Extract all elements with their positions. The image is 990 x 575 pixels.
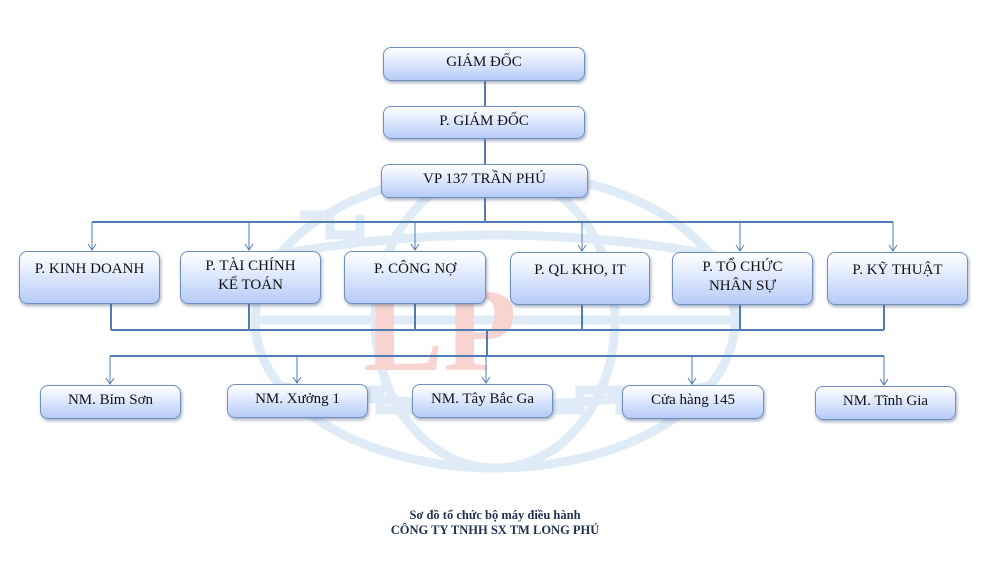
box-unit-xuong-1[interactable]: NM. Xưởng 1 bbox=[227, 384, 368, 418]
box-label: P. TỔ CHỨC bbox=[702, 259, 783, 275]
box-label: NM. Bỉm Sơn bbox=[67, 392, 154, 408]
box-label: P. CÔNG NỢ bbox=[373, 261, 457, 277]
diagram-caption: Sơ đồ tổ chức bộ máy điều hành CÔNG TY T… bbox=[0, 508, 990, 538]
box-director[interactable]: GIÁM ĐỐC bbox=[383, 47, 585, 81]
box-unit-tinh-gia[interactable]: NM. Tĩnh Gia bbox=[815, 386, 956, 420]
box-dept-technical[interactable]: P. KỸ THUẬT bbox=[827, 252, 968, 305]
box-dept-debt[interactable]: P. CÔNG NỢ bbox=[344, 251, 486, 304]
box-unit-bim-son[interactable]: NM. Bỉm Sơn bbox=[40, 385, 181, 419]
caption-company: CÔNG TY TNHH SX TM LONG PHÚ bbox=[390, 523, 600, 537]
box-label: P. KỸ THUẬT bbox=[852, 262, 943, 278]
box-dept-hr[interactable]: P. TỔ CHỨC NHÂN SỰ bbox=[672, 252, 813, 305]
box-label: P. GIÁM ĐỐC bbox=[439, 113, 529, 129]
caption-title: Sơ đồ tổ chức bộ máy điều hành bbox=[409, 508, 581, 522]
box-office-137-tran-phu[interactable]: VP 137 TRẦN PHÚ bbox=[381, 164, 588, 198]
box-dept-warehouse-it[interactable]: P. QL KHO, IT bbox=[510, 252, 650, 305]
box-dept-finance[interactable]: P. TÀI CHÍNH KẾ TOÁN bbox=[180, 251, 321, 304]
box-unit-store-145[interactable]: Cửa hàng 145 bbox=[622, 385, 764, 419]
box-label: VP 137 TRẦN PHÚ bbox=[423, 171, 546, 187]
box-dept-sales[interactable]: P. KINH DOANH bbox=[19, 251, 160, 304]
box-label: NM. Tĩnh Gia bbox=[842, 393, 929, 409]
box-label: NM. Xưởng 1 bbox=[255, 391, 340, 407]
box-label: NM. Tây Bắc Ga bbox=[430, 391, 535, 407]
box-label: P. QL KHO, IT bbox=[534, 262, 626, 278]
box-label: P. KINH DOANH bbox=[34, 261, 145, 277]
box-label: Cửa hàng 145 bbox=[651, 392, 735, 408]
box-unit-tay-bac-ga[interactable]: NM. Tây Bắc Ga bbox=[412, 384, 553, 418]
box-label-2: NHÂN SỰ bbox=[708, 278, 777, 294]
box-label: GIÁM ĐỐC bbox=[446, 54, 522, 70]
box-deputy-director[interactable]: P. GIÁM ĐỐC bbox=[383, 106, 585, 139]
box-label: P. TÀI CHÍNH bbox=[205, 258, 296, 274]
box-label-2: KẾ TOÁN bbox=[218, 277, 283, 293]
